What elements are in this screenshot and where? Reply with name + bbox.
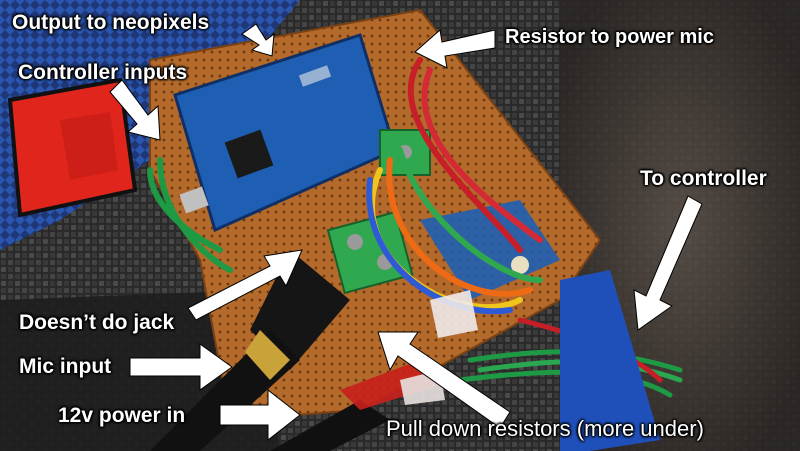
arrow-output-neopixels — [241, 23, 275, 57]
arrow-pull-down — [377, 331, 511, 429]
label-pull-down-resistors: Pull down resistors (more under) — [386, 416, 704, 441]
label-output-neopixels: Output to neopixels — [12, 11, 210, 34]
label-doesnt-do-jack: Doesn’t do jack — [19, 311, 175, 334]
arrow-mic-input — [129, 343, 233, 391]
wire-bundle — [147, 57, 543, 315]
mic-plug — [245, 330, 290, 380]
label-resistor-power-mic: Resistor to power mic — [505, 26, 714, 48]
screw-terminal-power — [326, 210, 414, 295]
blue-tape — [560, 270, 660, 451]
arrow-power-in — [219, 388, 301, 442]
label-to-controller: To controller — [640, 167, 767, 190]
power-cable — [270, 400, 390, 451]
arrow-controller-inputs — [109, 79, 161, 141]
usb-port — [179, 186, 209, 214]
arrow-doesnt-do-jack — [187, 249, 303, 321]
label-power-in: 12v power in — [58, 404, 186, 427]
label-controller-inputs: Controller inputs — [18, 61, 188, 84]
microcontroller-chip — [224, 129, 274, 179]
label-mic-input: Mic input — [19, 355, 112, 378]
arrow-resistor-power-mic — [414, 29, 496, 69]
arrow-to-controller — [633, 195, 703, 331]
